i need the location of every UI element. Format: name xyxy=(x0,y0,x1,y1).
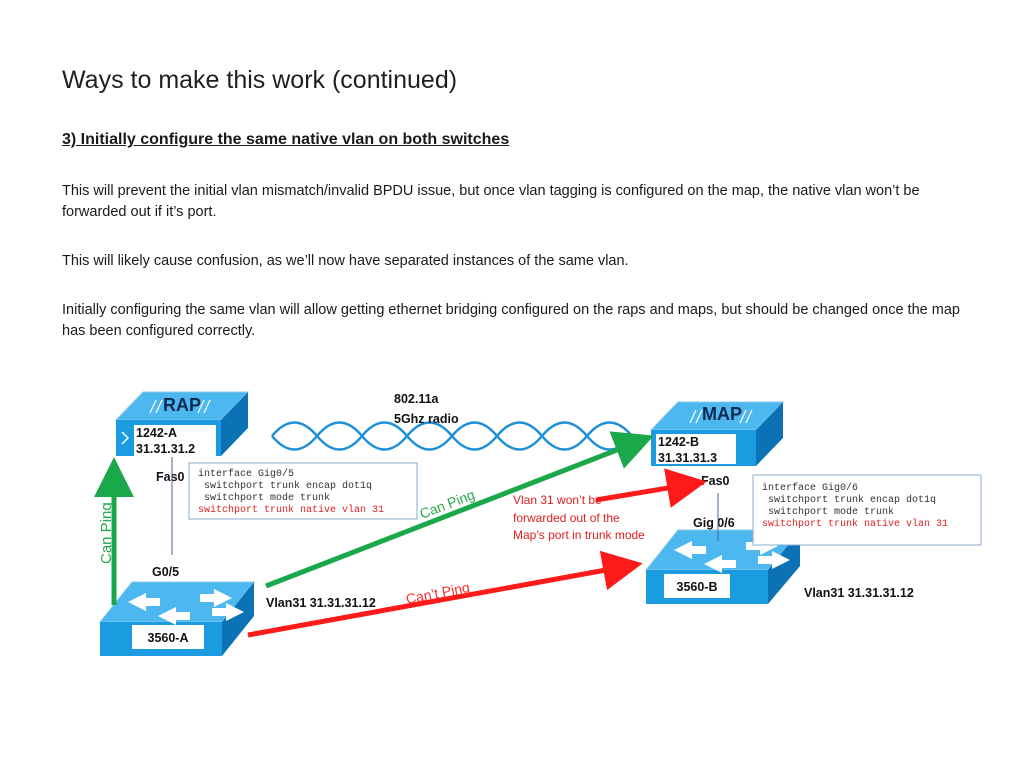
rap-ip: 31.31.31.2 xyxy=(136,442,195,456)
config-a-line-3: switchport mode trunk xyxy=(198,492,330,504)
note-line-3: Map’s port in trunk mode xyxy=(513,528,645,542)
can-ping-arrow-diagonal xyxy=(265,431,654,589)
map-port: Fas0 xyxy=(701,474,730,488)
radio-label-1: 802.11a xyxy=(394,392,440,406)
paragraph-1: This will prevent the initial vlan misma… xyxy=(62,183,920,220)
paragraph-2: This will likely cause confusion, as we’… xyxy=(62,253,629,269)
map-model: 1242-B xyxy=(658,435,699,449)
switch-3560-a: 3560-A xyxy=(98,581,256,656)
config-a-line-2: switchport trunk encap dot1q xyxy=(198,480,372,492)
note-line-1: Vlan 31 won’t be xyxy=(513,493,602,507)
switch-b-name: 3560-B xyxy=(677,580,718,594)
radio-wave xyxy=(271,421,633,451)
map-access-point: MAP 1242-B 31.31.31.3 xyxy=(649,401,785,466)
rap-name: RAP xyxy=(163,395,201,415)
vlan-blocked-arrow xyxy=(595,468,707,508)
switch-a-name: 3560-A xyxy=(148,631,189,645)
config-box-b: interface Gig0/6 switchport trunk encap … xyxy=(752,474,982,546)
switch-a-port: G0/5 xyxy=(152,565,179,579)
config-b-line-1: interface Gig0/6 xyxy=(762,482,858,494)
config-a-line-1: interface Gig0/5 xyxy=(198,468,294,480)
radio-label-2: 5Ghz radio xyxy=(394,412,459,426)
switch-b-vlan: Vlan31 31.31.31.12 xyxy=(804,586,914,600)
switch-a-vlan: Vlan31 31.31.31.12 xyxy=(266,596,376,610)
rap-model: 1242-A xyxy=(136,426,177,440)
config-b-line-2: switchport trunk encap dot1q xyxy=(762,494,936,506)
rap-access-point: RAP 1242-A 31.31.31.2 xyxy=(114,391,250,457)
can-ping-label-vertical: Can Ping xyxy=(98,502,115,564)
config-b-line-3: switchport mode trunk xyxy=(762,506,894,518)
cant-ping-arrow xyxy=(247,550,643,638)
slide-subtitle: 3) Initially configure the same native v… xyxy=(62,131,510,148)
switch-b-port: Gig 0/6 xyxy=(693,516,735,530)
rap-port: Fas0 xyxy=(156,470,185,484)
vlan-note: Vlan 31 won’t be forwarded out of the Ma… xyxy=(513,493,645,542)
config-box-a: interface Gig0/5 switchport trunk encap … xyxy=(188,462,418,520)
map-ip: 31.31.31.3 xyxy=(658,451,717,465)
map-name: MAP xyxy=(702,404,742,424)
note-line-2: forwarded out of the xyxy=(513,511,620,525)
slide-title: Ways to make this work (continued) xyxy=(62,66,458,94)
config-b-native-vlan: switchport trunk native vlan 31 xyxy=(762,518,948,530)
config-a-native-vlan: switchport trunk native vlan 31 xyxy=(198,504,384,516)
paragraph-3: Initially configuring the same vlan will… xyxy=(62,302,960,339)
